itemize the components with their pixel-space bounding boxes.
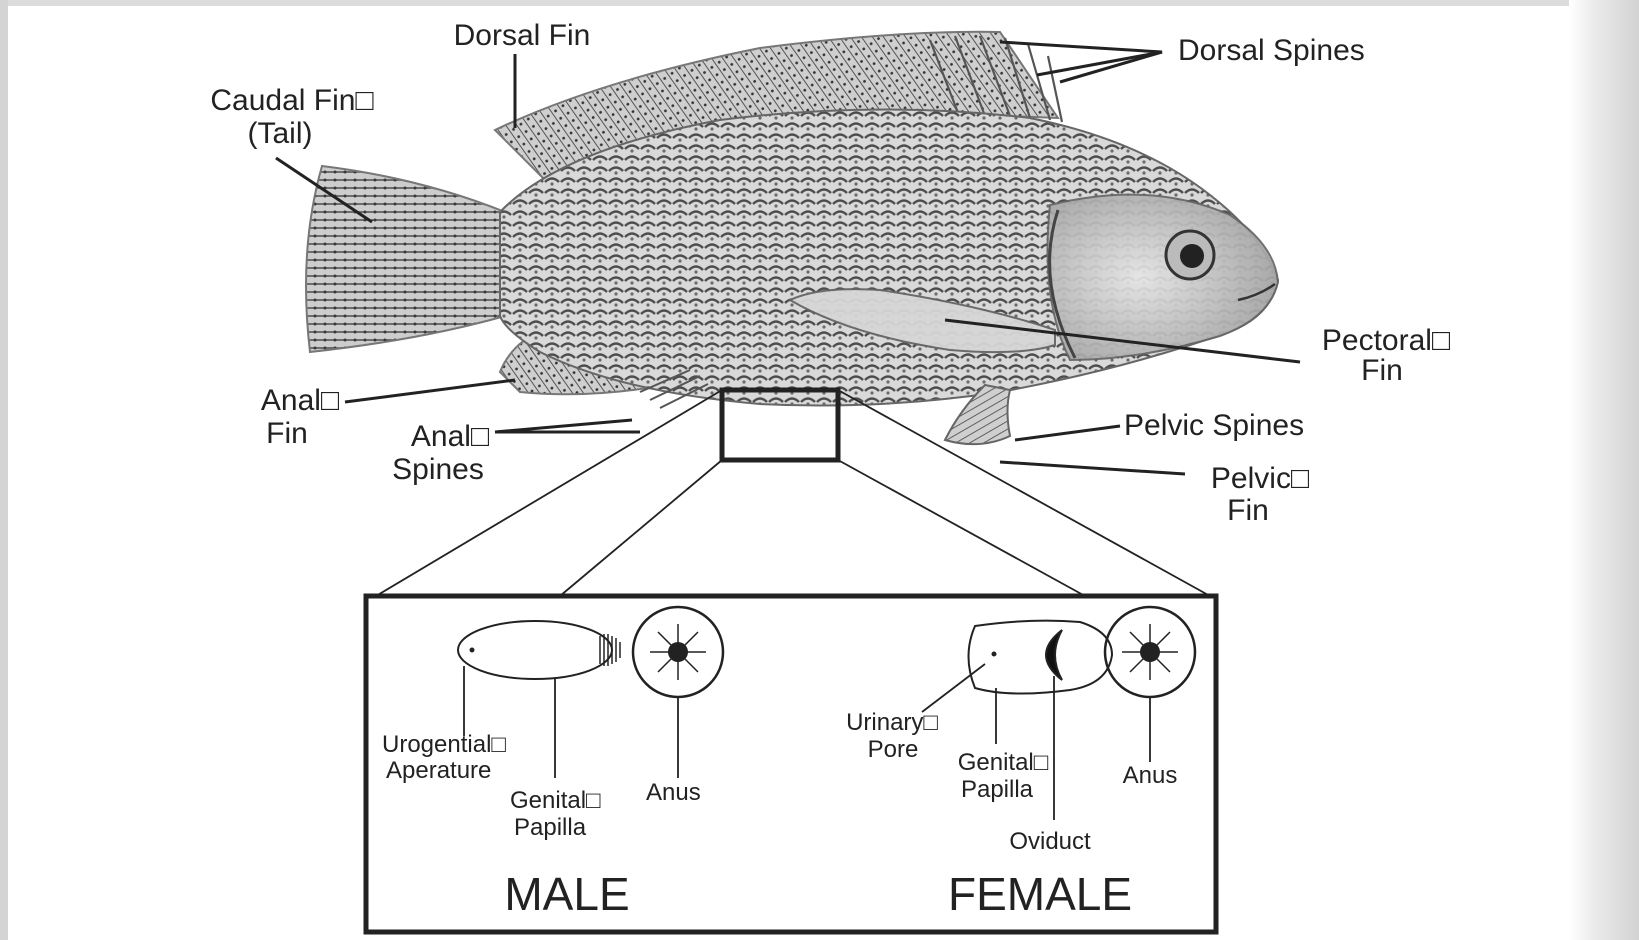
- female-anus-rays: [1122, 624, 1178, 680]
- male-label-anus: Anus: [646, 779, 701, 806]
- male-label-urogential-2: Aperature: [386, 757, 491, 784]
- label-anal-spines-2: Spines: [392, 453, 484, 486]
- label-pectoral: Pectoral□: [1322, 324, 1451, 357]
- label-caudal-fin: Caudal Fin□: [210, 84, 374, 117]
- fish-pupil: [1180, 244, 1204, 268]
- label-tail: (Tail): [248, 117, 313, 150]
- female-title: FEMALE: [948, 868, 1132, 920]
- label-anal: Anal□: [261, 384, 340, 417]
- label-pelvic-fin: Fin: [1227, 494, 1269, 527]
- male-label-urogential-1: Urogential□: [382, 731, 506, 758]
- female-label-genital-1: Genital□: [958, 749, 1049, 776]
- male-anus-rays: [650, 624, 706, 680]
- label-anal-fin: Fin: [266, 417, 308, 450]
- label-dorsal-spines: Dorsal Spines: [1178, 34, 1365, 67]
- female-label-urinary-1: Urinary□: [846, 709, 938, 736]
- male-label-genital-2: Papilla: [514, 814, 587, 841]
- label-dorsal-fin: Dorsal Fin: [454, 19, 591, 52]
- label-pectoral-fin: Fin: [1361, 354, 1403, 387]
- male-label-genital-1: Genital□: [510, 787, 601, 814]
- female-label-urinary-2: Pore: [868, 736, 919, 763]
- female-label-anus: Anus: [1123, 762, 1178, 789]
- female-label-genital-2: Papilla: [961, 776, 1034, 803]
- male-title: MALE: [504, 868, 629, 920]
- caudal-fin-shape: [306, 166, 505, 352]
- label-anal-spines-1: Anal□: [411, 420, 490, 453]
- label-pelvic-spines: Pelvic Spines: [1124, 409, 1304, 442]
- fish-illustration: [306, 32, 1278, 444]
- female-label-oviduct: Oviduct: [1009, 828, 1091, 855]
- label-pelvic: Pelvic□: [1211, 462, 1310, 495]
